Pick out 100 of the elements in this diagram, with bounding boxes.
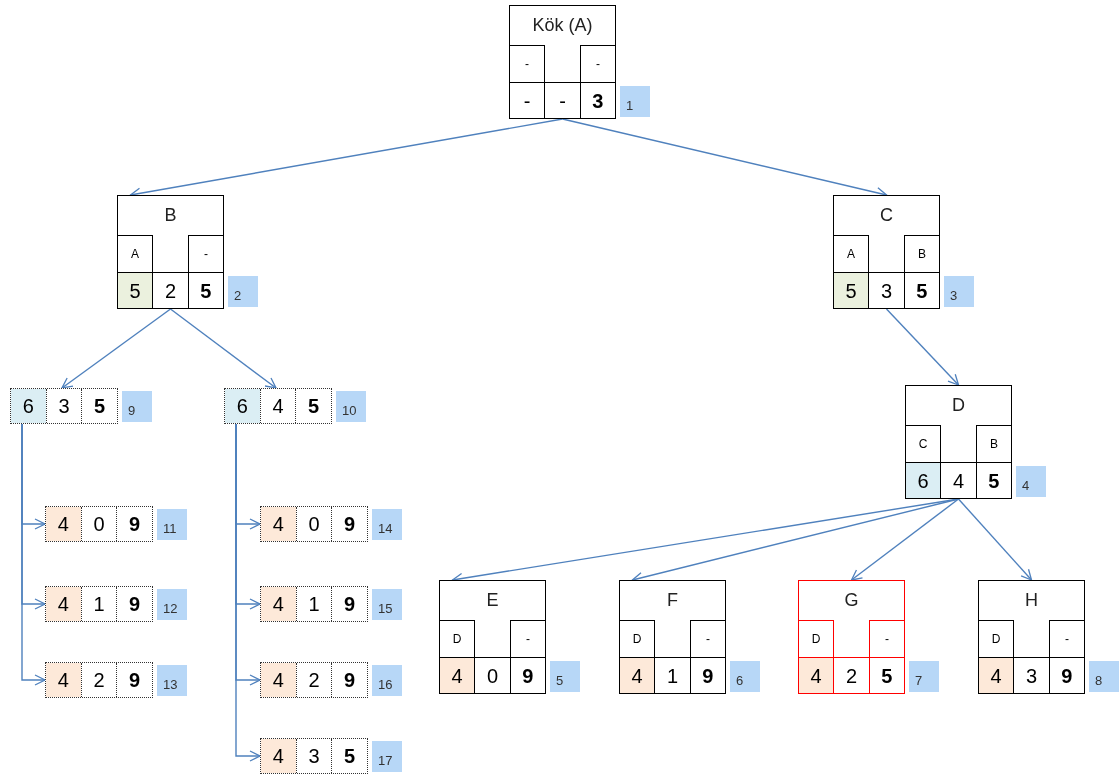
value-cell: 3 <box>1013 658 1049 693</box>
value-cell: 9 <box>331 663 367 697</box>
value-cell: 6 <box>11 389 46 423</box>
node-title: H <box>1025 589 1038 612</box>
step-number: 2 <box>228 276 258 307</box>
tag-cell: - <box>869 620 904 657</box>
value-cell: 5 <box>975 463 1011 498</box>
value-cell: 3 <box>295 739 332 773</box>
value-cell: 4 <box>46 587 81 621</box>
step-number: 16 <box>372 665 402 696</box>
node-title: D <box>952 394 965 417</box>
value-cell: 4 <box>440 658 475 693</box>
tree-node-box <box>117 195 224 309</box>
value-cell: 6 <box>225 389 260 423</box>
tag-cell: D <box>440 620 475 657</box>
tag-cell: D <box>620 620 655 657</box>
row-node-box <box>260 586 368 622</box>
value-cell: 2 <box>833 658 869 693</box>
value-cell: 2 <box>152 273 188 308</box>
value-cell: 9 <box>116 507 152 541</box>
arrow <box>885 308 960 386</box>
value-cell: 4 <box>46 663 81 697</box>
step-number: 1 <box>620 86 650 117</box>
value-cell: 2 <box>80 663 117 697</box>
value-cell: 5 <box>331 739 367 773</box>
value-cell: 3 <box>579 83 615 118</box>
value-cell: - <box>544 83 580 118</box>
node-title: C <box>880 204 893 227</box>
arrow <box>957 498 1033 581</box>
arrow <box>169 308 277 389</box>
tag-cell: - <box>510 620 545 657</box>
value-cell: 5 <box>118 273 153 308</box>
tree-node-box <box>619 580 726 694</box>
value-cell-text: - <box>522 88 532 114</box>
node-title: B <box>164 204 177 227</box>
tree-node-box <box>833 195 940 309</box>
node-title: F <box>667 589 678 612</box>
tree-node-box <box>439 580 546 694</box>
row-node-box <box>45 662 153 698</box>
row-node-box <box>260 506 368 542</box>
step-number: 15 <box>372 589 402 620</box>
tag-cell: - <box>1049 620 1084 657</box>
arrow <box>21 423 46 686</box>
step-number: 3 <box>944 276 974 307</box>
value-cell: 9 <box>689 658 725 693</box>
value-cell: 1 <box>295 587 332 621</box>
value-cell: 3 <box>45 389 82 423</box>
value-cell: 4 <box>259 389 296 423</box>
step-number: 11 <box>157 509 187 540</box>
node-title: G <box>844 589 859 612</box>
step-number: 13 <box>157 665 187 696</box>
value-cell: 9 <box>331 507 367 541</box>
value-cell: 0 <box>295 507 332 541</box>
value-cell: 9 <box>1048 658 1084 693</box>
node-title: E <box>486 589 499 612</box>
value-cell: 4 <box>940 463 976 498</box>
tag-cell: A <box>118 235 153 272</box>
row-node-box <box>260 738 368 774</box>
row-node-box <box>45 586 153 622</box>
row-node-box <box>45 506 153 542</box>
value-cell: 1 <box>80 587 117 621</box>
tag-cell: A <box>834 235 869 272</box>
value-cell: 5 <box>868 658 904 693</box>
tree-node-box <box>905 385 1012 499</box>
tree-node-box <box>798 580 905 694</box>
step-number: 7 <box>909 661 939 692</box>
value-cell: 0 <box>474 658 510 693</box>
row-node-box <box>260 662 368 698</box>
value-cell: 4 <box>261 739 296 773</box>
step-number: 6 <box>730 661 760 692</box>
value-cell: 5 <box>81 389 117 423</box>
step-number: 9 <box>122 391 152 422</box>
value-cell: 9 <box>509 658 545 693</box>
tag-cell: - <box>510 45 545 82</box>
value-cell: 4 <box>261 663 296 697</box>
value-cell: 5 <box>834 273 869 308</box>
tag-cell: - <box>690 620 725 657</box>
step-number: 8 <box>1089 661 1119 692</box>
value-cell: 4 <box>261 587 296 621</box>
tag-cell: B <box>976 425 1011 462</box>
step-number: 17 <box>372 741 402 772</box>
value-cell: 4 <box>979 658 1014 693</box>
value-cell: 5 <box>903 273 939 308</box>
value-cell: 5 <box>295 389 331 423</box>
tree-node-box <box>509 5 616 119</box>
step-number: 5 <box>550 661 580 692</box>
step-number: 12 <box>157 589 187 620</box>
arrow <box>850 498 960 581</box>
step-number: 10 <box>336 391 366 422</box>
row-node-box <box>224 388 332 424</box>
value-cell: 4 <box>799 658 834 693</box>
tag-cell: - <box>188 235 223 272</box>
value-cell: 9 <box>331 587 367 621</box>
row-node-box <box>10 388 118 424</box>
arrow <box>61 308 172 389</box>
value-cell: 9 <box>116 663 152 697</box>
value-cell: 4 <box>261 507 296 541</box>
step-number: 14 <box>372 509 402 540</box>
tree-node-box <box>978 580 1085 694</box>
value-cell: 2 <box>295 663 332 697</box>
